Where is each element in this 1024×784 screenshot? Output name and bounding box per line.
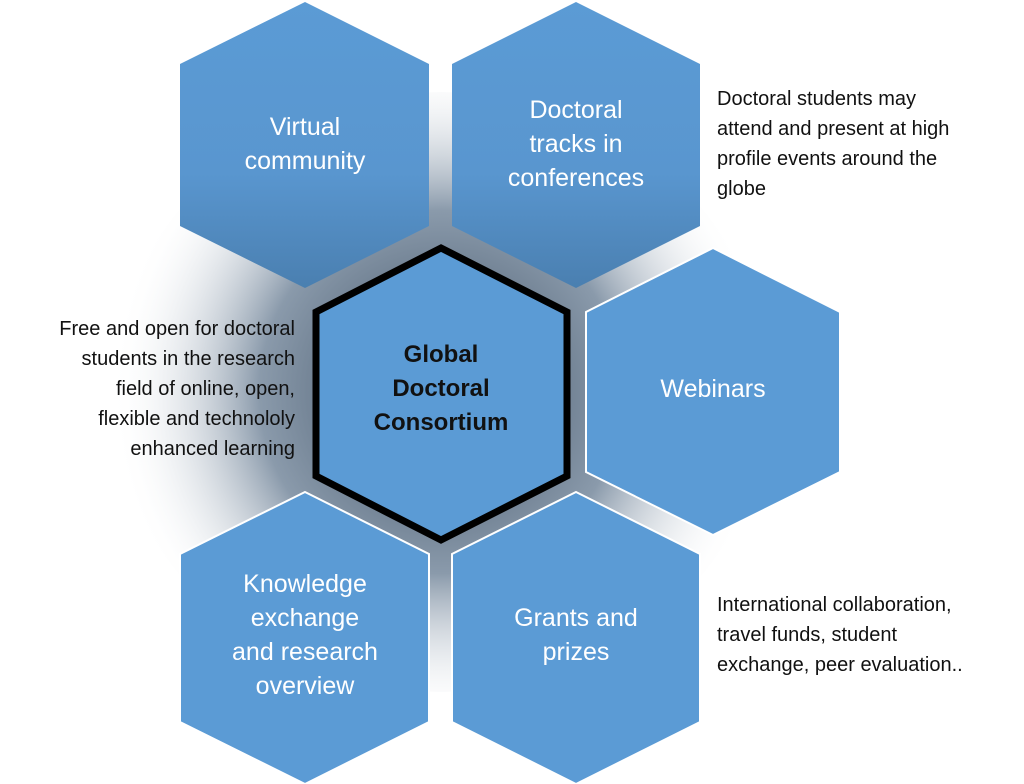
title-line: Doctoral: [392, 375, 490, 402]
hex-virtual-community: [180, 2, 429, 288]
note-line: Free and open for doctoral: [59, 318, 295, 340]
note-line: International collaboration,: [717, 594, 952, 616]
label-line: prizes: [542, 638, 610, 666]
hex-knowledge-exchange: [179, 490, 430, 784]
knowledge-exchange-label: Knowledge exchange and research overview: [232, 567, 378, 703]
label-line: Virtual: [269, 113, 341, 141]
note-line: profile events around the: [717, 148, 938, 170]
note-line: field of online, open,: [115, 378, 295, 400]
grants-note: International collaboration, travel fund…: [717, 590, 963, 680]
open-access-note: Free and open for doctoral students in t…: [59, 314, 295, 464]
label-line: and research: [232, 638, 378, 666]
label-line: exchange: [250, 604, 360, 632]
label-line: conferences: [507, 164, 645, 192]
hex-center: [312, 244, 571, 544]
label-line: Doctoral: [529, 96, 623, 124]
note-line: travel funds, student: [717, 624, 898, 646]
label-line: Grants and: [514, 604, 638, 632]
doctoral-tracks-label: Doctoral tracks in conferences: [508, 93, 644, 195]
label-line: overview: [255, 672, 355, 700]
title-line: Consortium: [373, 409, 509, 436]
hex-grants-prizes: [451, 490, 701, 784]
note-line: enhanced learning: [130, 438, 295, 460]
webinars-label: Webinars: [660, 372, 765, 406]
label-line: Knowledge: [243, 570, 367, 598]
conferences-note: Doctoral students may attend and present…: [717, 84, 949, 204]
label-line: Webinars: [660, 375, 766, 403]
note-line: Doctoral students may: [717, 88, 916, 110]
label-line: community: [244, 147, 366, 175]
note-line: globe: [717, 178, 766, 200]
note-line: attend and present at high: [717, 118, 950, 140]
note-line: flexible and technololy: [98, 408, 295, 430]
center-title: Global Doctoral Consortium: [374, 338, 509, 440]
virtual-community-label: Virtual community: [245, 110, 366, 178]
hex-doctoral-tracks: [452, 2, 700, 288]
label-line: tracks in: [529, 130, 623, 158]
grants-prizes-label: Grants and prizes: [514, 601, 638, 669]
note-line: exchange, peer evaluation..: [717, 654, 963, 676]
note-line: students in the research: [81, 348, 295, 370]
hex-webinars: [585, 246, 841, 537]
title-line: Global: [403, 341, 479, 368]
